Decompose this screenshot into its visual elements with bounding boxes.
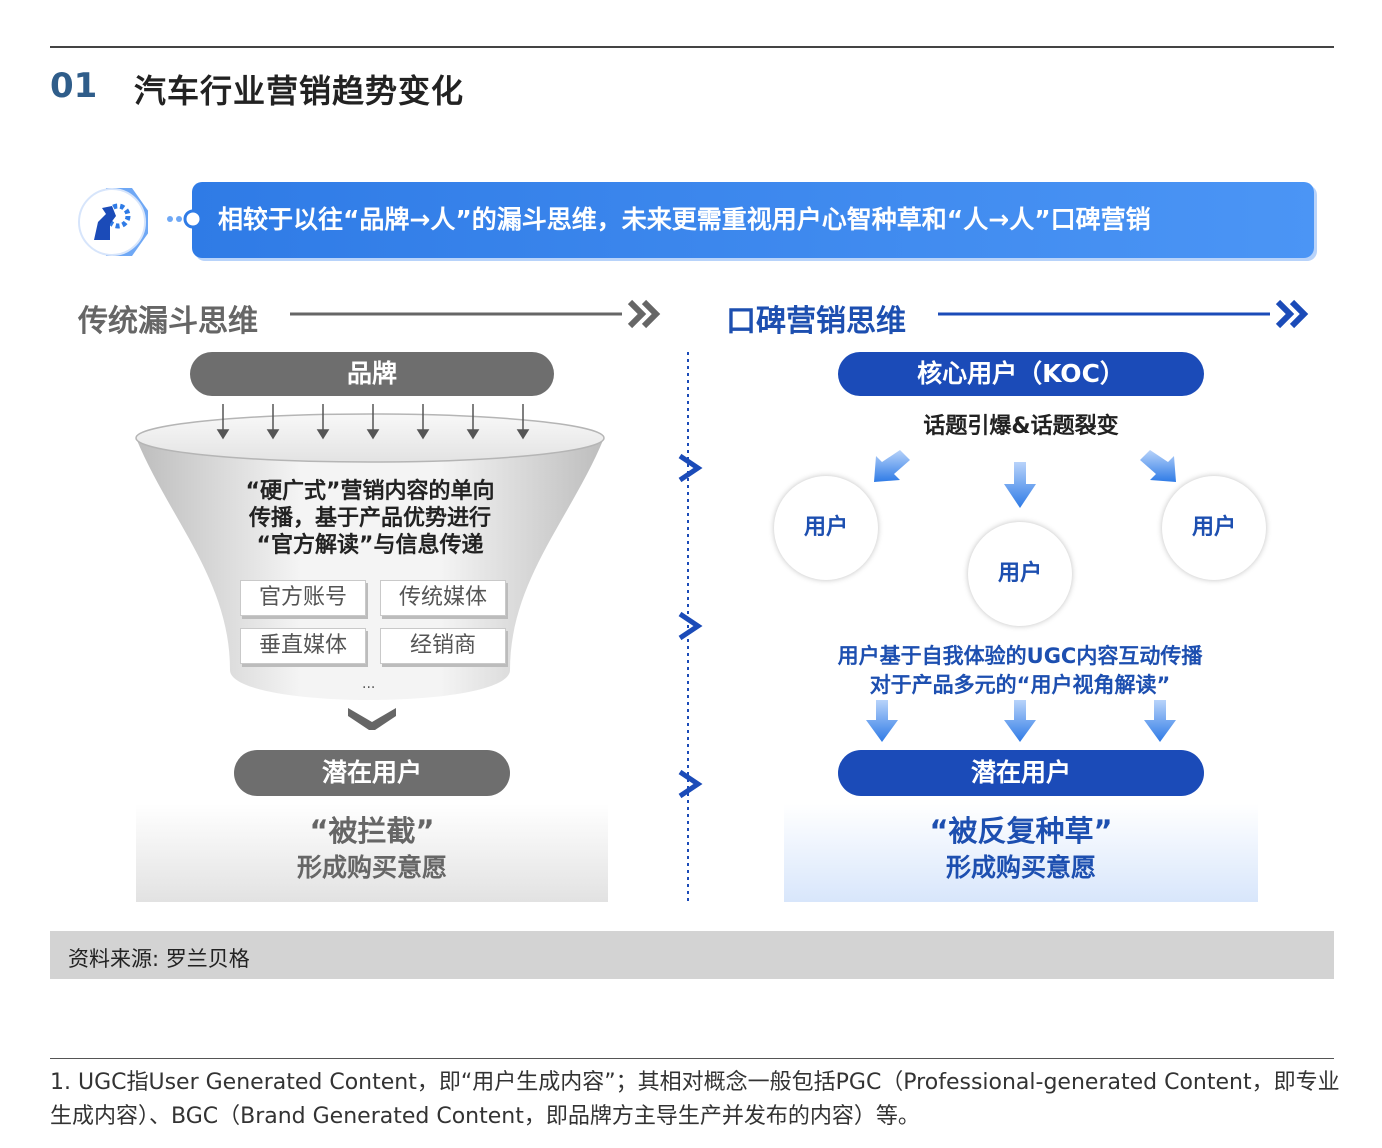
koc-pill: 核心用户（KOC） [838, 352, 1204, 396]
source-text: 资料来源: 罗兰贝格 [68, 947, 250, 971]
horse-gear-icon [78, 188, 148, 256]
connector-dots-icon [167, 209, 200, 229]
ugc-line: 对于产品多元的“用户视角解读” [869, 673, 1171, 697]
user-circle-left: 用户 [774, 476, 878, 580]
right-result-subtitle: 形成购买意愿 [945, 853, 1096, 882]
left-result-box [136, 804, 608, 902]
tag-vertical-media: 垂直媒体 [240, 628, 366, 664]
potential-user-pill-left: 潜在用户 [234, 750, 510, 796]
funnel-ellipsis: ... [362, 676, 376, 692]
left-heading: 传统漏斗思维 [78, 304, 258, 339]
footnote-divider [50, 1058, 1334, 1059]
summary-banner [192, 182, 1314, 258]
right-result-title: “被反复种草” [929, 814, 1113, 848]
left-result-title: “被拦截” [309, 814, 435, 848]
user-circle-right: 用户 [1162, 476, 1266, 580]
funnel-line: “官方解读”与信息传递 [256, 533, 484, 558]
section-title: 汽车行业营销趋势变化 [134, 72, 465, 110]
tag-official-account: 官方账号 [240, 580, 366, 616]
user-circle-center: 用户 [968, 522, 1072, 626]
potential-user-pill-right: 潜在用户 [838, 750, 1204, 796]
ugc-line: 用户基于自我体验的UGC内容互动传播 [837, 644, 1203, 668]
source-bar [50, 931, 1334, 979]
funnel-line: “硬广式”营销内容的单向 [245, 479, 495, 504]
right-heading-arrow [938, 299, 1309, 329]
spread-arrows [874, 450, 1176, 508]
down-arrows [866, 700, 1176, 742]
right-result-box [784, 804, 1258, 902]
funnel-line: 传播，基于产品优势进行 [248, 506, 491, 531]
tag-traditional-media: 传统媒体 [380, 580, 506, 616]
center-divider [678, 352, 703, 902]
topic-label: 话题引爆&话题裂变 [923, 414, 1119, 439]
ugc-description: 用户基于自我体验的UGC内容互动传播 对于产品多元的“用户视角解读” [790, 642, 1250, 700]
left-result-subtitle: 形成购买意愿 [296, 853, 447, 882]
top-divider [50, 46, 1334, 48]
footnote-text: 1. UGC指User Generated Content，即“用户生成内容”；… [50, 1070, 1340, 1129]
right-heading: 口碑营销思维 [726, 304, 906, 339]
brand-pill: 品牌 [190, 352, 554, 396]
section-number: 01 [50, 66, 98, 106]
left-heading-arrow [290, 299, 661, 329]
summary-banner-text: 相较于以往“品牌→人”的漏斗思维，未来更需重视用户心智种草和“人→人”口碑营销 [218, 205, 1151, 234]
tag-dealer: 经销商 [380, 628, 506, 664]
funnel-description: “硬广式”营销内容的单向 传播，基于产品优势进行 “官方解读”与信息传递 [200, 478, 540, 559]
